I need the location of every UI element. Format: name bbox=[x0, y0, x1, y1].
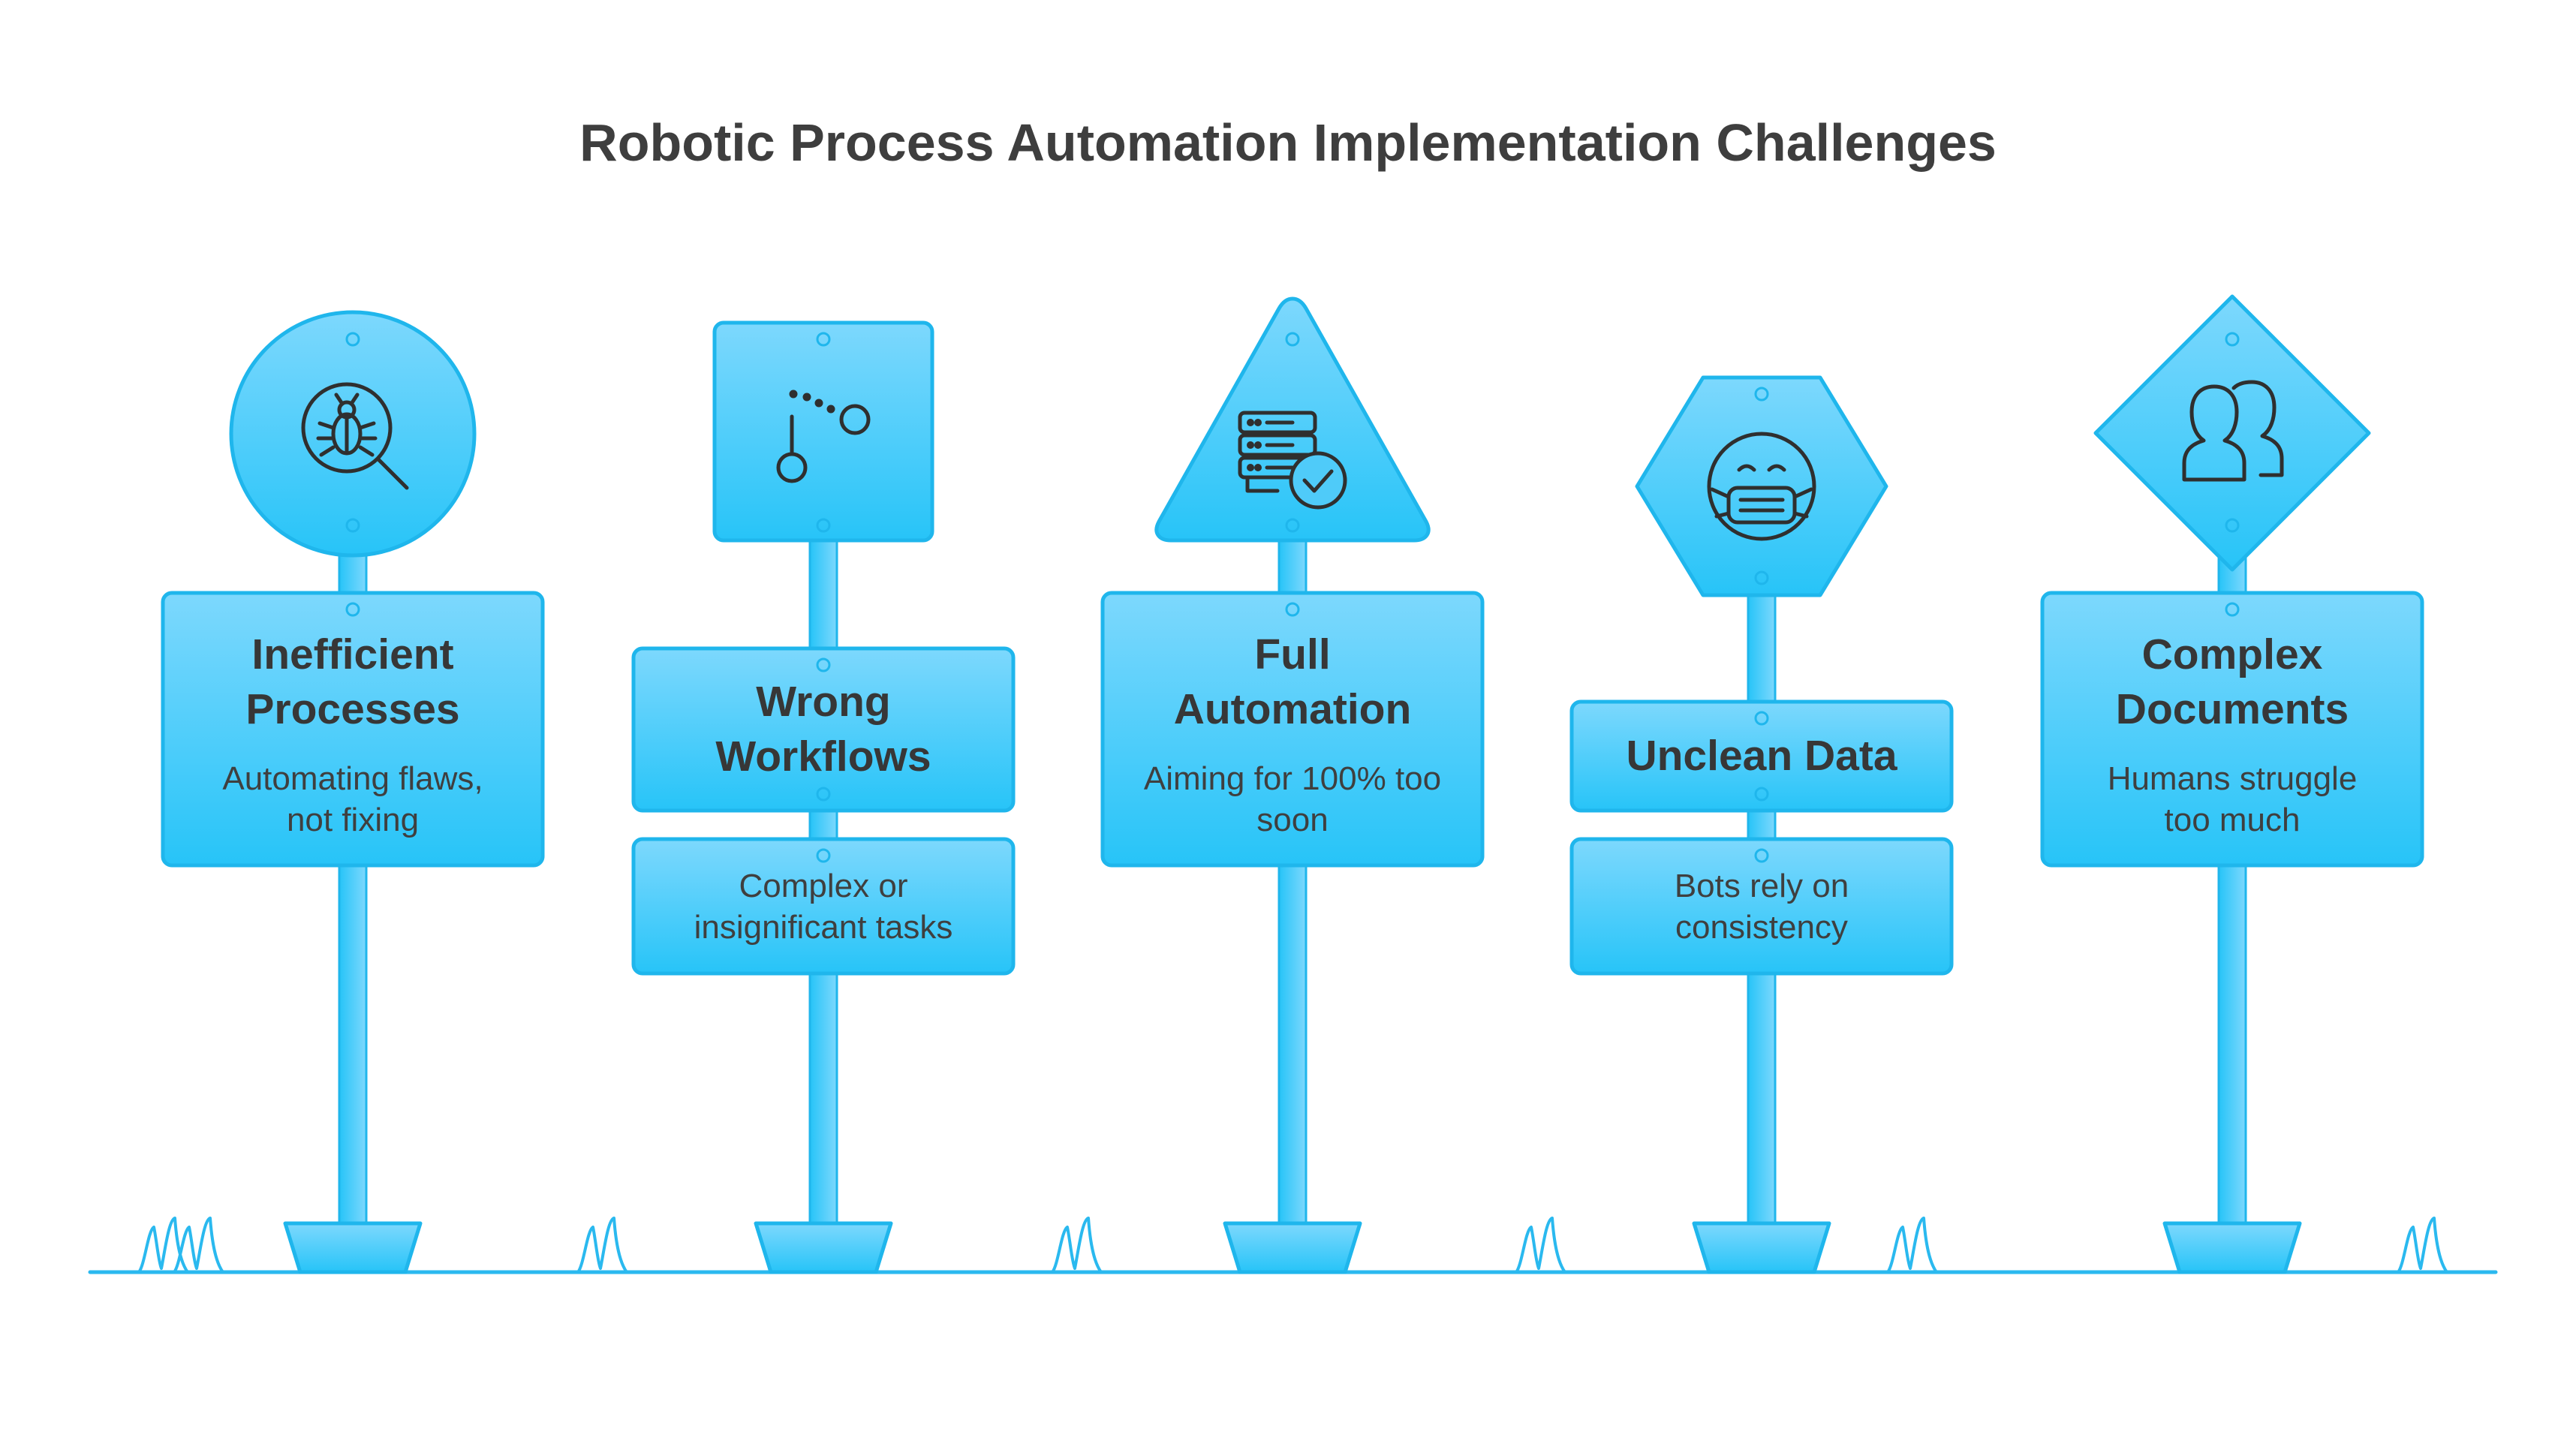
heading-board bbox=[1100, 591, 1485, 868]
pole-base bbox=[2162, 1221, 2302, 1274]
sign-bolt bbox=[345, 602, 360, 617]
heading-board bbox=[161, 591, 545, 868]
sign-bolt bbox=[345, 518, 360, 533]
sign-heading-line: Unclean Data bbox=[1626, 732, 1897, 780]
sign-bolt bbox=[1754, 787, 1769, 802]
description-board bbox=[1569, 837, 1954, 976]
sign-description-line: Aiming for 100% too bbox=[1143, 760, 1442, 797]
signpost-2 bbox=[631, 320, 1016, 976]
signpost-3 bbox=[1100, 296, 1485, 868]
sign-description-line: Humans struggle bbox=[2107, 760, 2358, 797]
sign-description-line: Bots rely on bbox=[1674, 867, 1849, 904]
grass-tuft bbox=[1515, 1217, 1566, 1274]
masked-face-icon bbox=[1707, 432, 1816, 541]
sign-description-line: insignificant tasks bbox=[694, 908, 953, 946]
sign-panels bbox=[161, 294, 2424, 976]
sign-heading-line: Automation bbox=[1173, 684, 1412, 733]
pole-base bbox=[1223, 1221, 1362, 1274]
sign-heading-line: Complex bbox=[2141, 630, 2323, 678]
sign-heading-line: Wrong bbox=[756, 678, 891, 726]
heading-board bbox=[2040, 591, 2424, 868]
heading-board bbox=[631, 646, 1016, 813]
sign-bolt bbox=[2225, 332, 2240, 347]
signpost-4 bbox=[1569, 375, 1954, 976]
heading-board bbox=[1569, 699, 1954, 813]
sign-description-line: too much bbox=[2164, 801, 2301, 838]
workflow-path-icon bbox=[776, 390, 871, 483]
sign-bolt bbox=[816, 657, 831, 672]
sign-bolt bbox=[1285, 518, 1300, 533]
grass-tuft bbox=[1051, 1217, 1103, 1274]
signpost-5 bbox=[2040, 294, 2424, 868]
sign-heading-line: Processes bbox=[245, 684, 460, 733]
bug-magnifier-icon bbox=[301, 382, 409, 490]
sign-bolt bbox=[816, 518, 831, 533]
sign-description-line: soon bbox=[1256, 801, 1329, 838]
sign-description-line: not fixing bbox=[286, 801, 420, 838]
sign-bolt bbox=[1285, 602, 1300, 617]
sign-bolt bbox=[1754, 570, 1769, 585]
sign-description-line: Complex or bbox=[739, 867, 908, 904]
sign-bolt bbox=[816, 787, 831, 802]
users-icon bbox=[2182, 380, 2284, 482]
grass-tuft bbox=[1886, 1217, 1938, 1274]
grass-tuft bbox=[173, 1217, 224, 1274]
sign-bolt bbox=[1285, 332, 1300, 347]
sign-heading-line: Full bbox=[1254, 630, 1331, 678]
sign-bolt bbox=[2225, 518, 2240, 533]
sign-heading-line: Inefficient bbox=[251, 630, 454, 678]
grass-tuft bbox=[576, 1217, 628, 1274]
sign-description-line: Automating flaws, bbox=[222, 760, 483, 797]
sign-bolt bbox=[816, 332, 831, 347]
pole-base bbox=[283, 1221, 423, 1274]
circle-sign bbox=[229, 310, 477, 558]
server-check-icon bbox=[1238, 411, 1347, 510]
pole-base bbox=[1692, 1221, 1831, 1274]
sign-heading-line: Workflows bbox=[715, 733, 931, 781]
grass-tuft bbox=[137, 1217, 189, 1274]
sign-bolt bbox=[1754, 387, 1769, 402]
square-sign bbox=[712, 320, 934, 543]
triangle-sign bbox=[1154, 296, 1431, 543]
sign-description-line: consistency bbox=[1675, 908, 1848, 946]
signpost-1 bbox=[161, 310, 545, 868]
grass-tuft bbox=[2397, 1217, 2448, 1274]
page-title: Robotic Process Automation Implementatio… bbox=[579, 113, 1997, 172]
sign-bolt bbox=[2225, 602, 2240, 617]
sign-bolt bbox=[1754, 711, 1769, 726]
pole-base bbox=[754, 1221, 893, 1274]
sign-bolt bbox=[816, 848, 831, 863]
sign-bolt bbox=[1754, 848, 1769, 863]
sign-heading-line: Documents bbox=[2115, 684, 2349, 733]
description-board bbox=[631, 837, 1016, 976]
sign-bolt bbox=[345, 332, 360, 347]
